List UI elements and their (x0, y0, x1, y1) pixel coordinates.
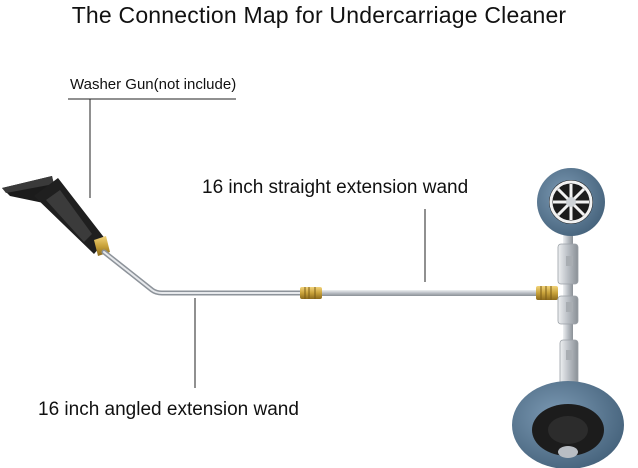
page-title: The Connection Map for Undercarriage Cle… (71, 2, 567, 28)
washer-gun-label: Washer Gun(not include) (70, 76, 237, 93)
leader-lines (68, 98, 426, 388)
angled-wand-icon (101, 249, 303, 296)
straight-wand-icon (322, 290, 536, 296)
straight-wand-label: 16 inch straight extension wand (202, 177, 469, 198)
angled-wand-label: 16 inch angled extension wand (38, 399, 299, 420)
end-coupler-icon (536, 286, 558, 300)
top-wheel-icon (537, 168, 605, 236)
bottom-wheel-icon (512, 381, 624, 468)
middle-coupler-icon (300, 287, 322, 299)
washer-gun-icon (2, 176, 110, 256)
